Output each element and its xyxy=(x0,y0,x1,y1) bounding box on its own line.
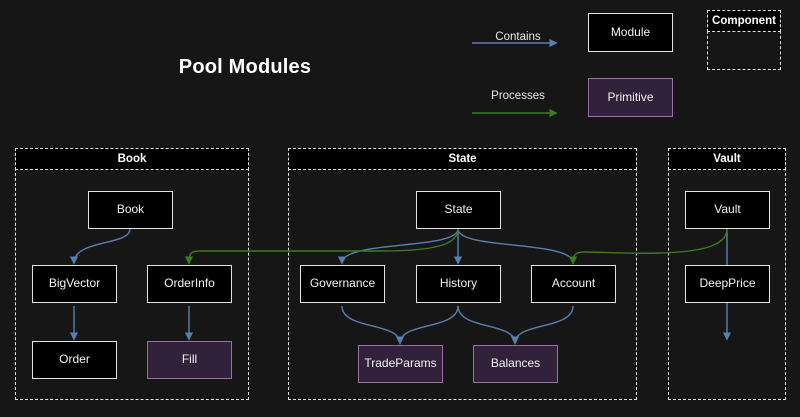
node-vault[interactable]: Vault xyxy=(685,191,770,229)
node-vault-label: Vault xyxy=(714,202,741,217)
node-orderinfo[interactable]: OrderInfo xyxy=(147,265,232,303)
group-vault-label: Vault xyxy=(713,153,741,165)
node-history-label: History xyxy=(439,276,478,291)
node-account-label: Account xyxy=(551,276,596,291)
node-bigvector-label: BigVector xyxy=(48,276,101,291)
legend-processes-label: Processes xyxy=(491,90,545,102)
group-book-header: Book xyxy=(15,148,249,170)
node-book-label: Book xyxy=(116,202,145,217)
group-state-label: State xyxy=(448,153,477,165)
node-tradeparams-label: TradeParams xyxy=(364,356,437,371)
legend-primitive-label: Primitive xyxy=(607,89,654,104)
legend-component-label: Component xyxy=(712,15,776,27)
node-tradeparams[interactable]: TradeParams xyxy=(358,345,443,383)
legend-module-label: Module xyxy=(610,24,651,39)
node-fill[interactable]: Fill xyxy=(147,341,232,379)
group-state-header: State xyxy=(288,148,637,170)
legend-module-box: Module xyxy=(588,13,673,52)
node-fill-label: Fill xyxy=(181,352,198,367)
legend-primitive-box: Primitive xyxy=(588,78,673,117)
node-deepprice-label: DeepPrice xyxy=(699,276,756,291)
node-history[interactable]: History xyxy=(416,265,501,303)
node-order[interactable]: Order xyxy=(32,341,117,379)
node-book[interactable]: Book xyxy=(88,191,173,229)
page-title: Pool Modules xyxy=(178,56,312,78)
group-vault-header: Vault xyxy=(668,148,786,170)
legend-component-header: Component xyxy=(707,10,781,32)
node-governance[interactable]: Governance xyxy=(300,265,385,303)
node-deepprice[interactable]: DeepPrice xyxy=(685,265,770,303)
node-bigvector[interactable]: BigVector xyxy=(32,265,117,303)
node-balances[interactable]: Balances xyxy=(473,345,558,383)
node-account[interactable]: Account xyxy=(531,265,616,303)
node-state[interactable]: State xyxy=(416,191,501,229)
legend-contains-label: Contains xyxy=(495,31,541,43)
node-state-label: State xyxy=(444,202,473,217)
node-orderinfo-label: OrderInfo xyxy=(164,276,215,291)
node-governance-label: Governance xyxy=(309,276,376,291)
group-book-label: Book xyxy=(117,153,147,165)
node-order-label: Order xyxy=(59,352,90,367)
node-balances-label: Balances xyxy=(490,356,541,371)
